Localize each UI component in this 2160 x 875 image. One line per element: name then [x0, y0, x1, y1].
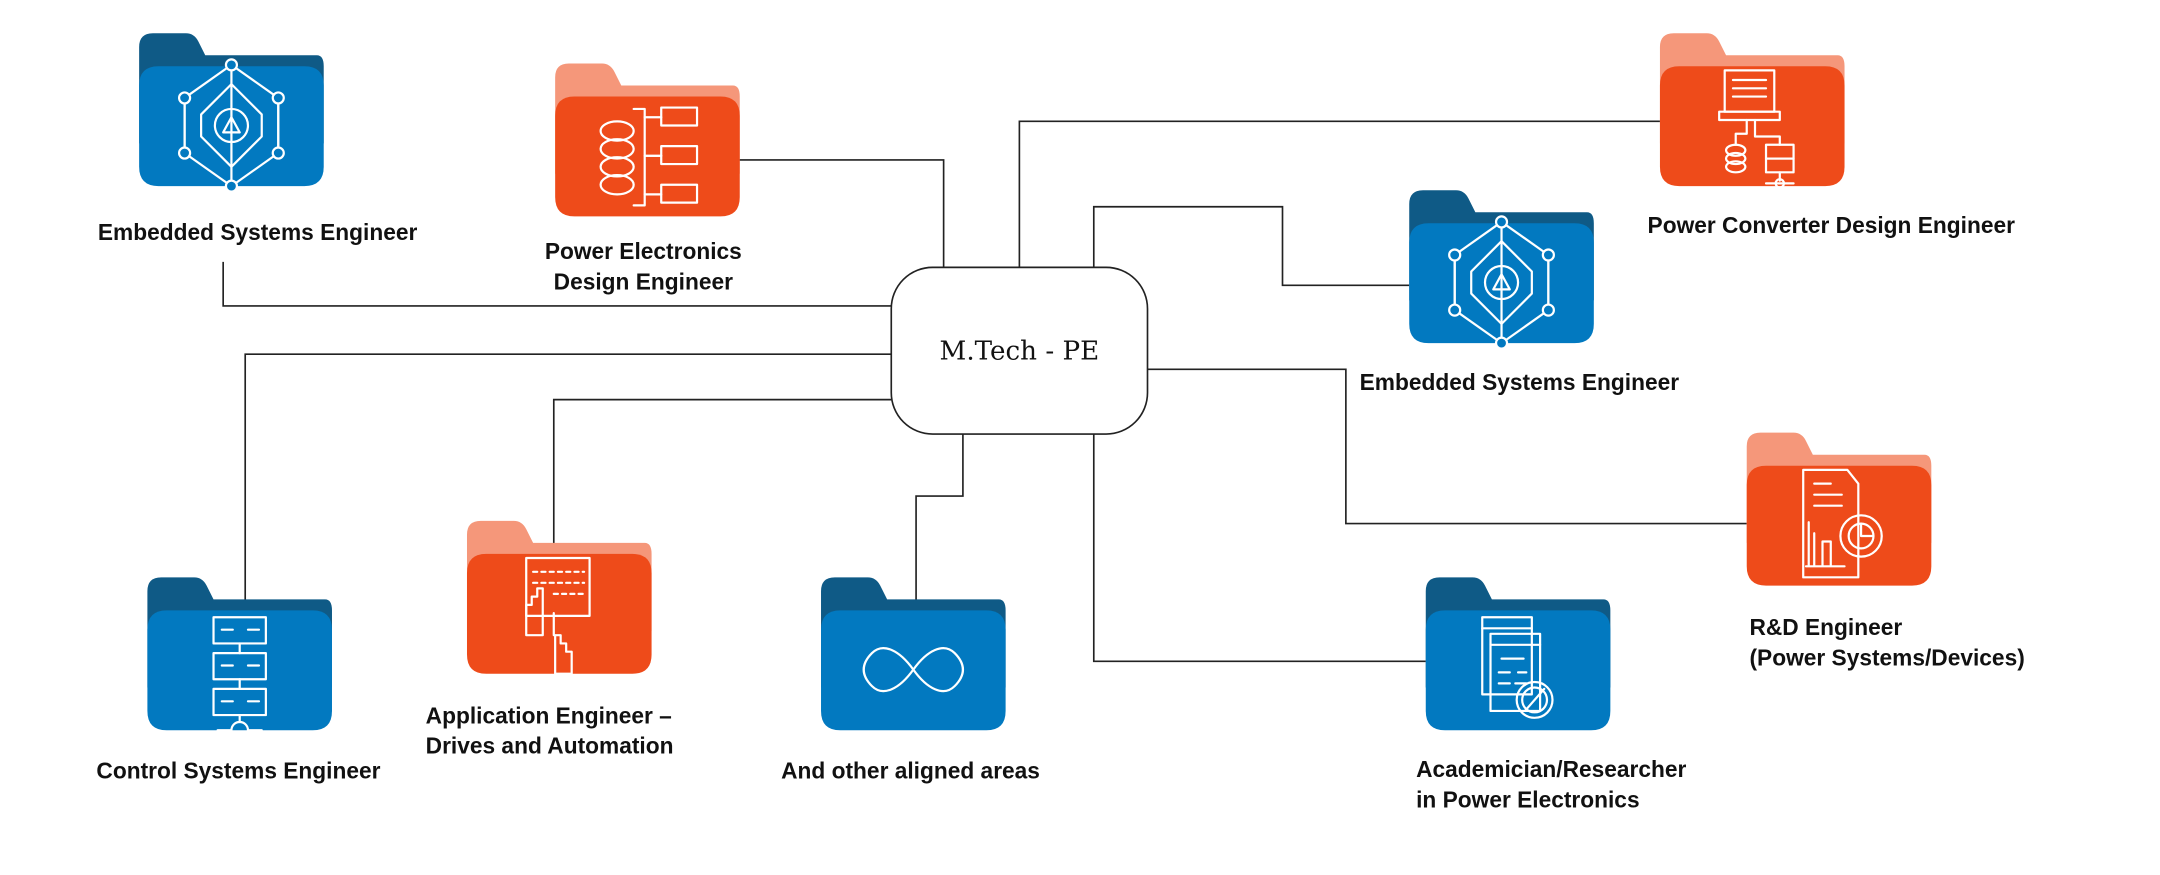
folder-node-rnd: R&D Engineer (Power Systems/Devices) [1746, 432, 2025, 670]
folder-front [1425, 610, 1611, 731]
node-label: Control Systems Engineer [96, 757, 380, 783]
network-hexagon-icon [1448, 215, 1555, 350]
folder-node-embedded-left: Embedded Systems Engineer [98, 33, 418, 245]
folder-node-application: Application Engineer – Drives and Automat… [426, 520, 674, 759]
folder-front [147, 610, 332, 731]
connector-embedded-left [222, 261, 892, 307]
folder-front [1659, 66, 1845, 187]
center-node: M.Tech - PE [890, 266, 1149, 435]
node-label: Embedded Systems Engineer [1360, 369, 1680, 395]
node-label: Power Converter Design Engineer [1648, 212, 2016, 238]
server-stack-icon [212, 616, 267, 740]
folder-node-embedded-right: Embedded Systems Engineer [1360, 190, 1680, 395]
connector-pe-design [738, 159, 945, 268]
node-label: And other aligned areas [781, 757, 1040, 783]
folder-front [1746, 465, 1932, 586]
connector-academician [1092, 434, 1426, 663]
folder-front [466, 553, 652, 674]
connector-embedded-right [1092, 205, 1410, 287]
node-label: Embedded Systems Engineer [98, 219, 418, 245]
connectors [222, 120, 1747, 663]
node-label: Application Engineer – [426, 702, 672, 728]
connector-power-converter [1018, 120, 1660, 268]
windows-gear-icon [1481, 616, 1554, 719]
folder-node-other: And other aligned areas [781, 577, 1040, 783]
infinity-icon [862, 647, 965, 693]
node-label: Academician/Researcher [1416, 756, 1686, 782]
report-chart-icon [1802, 468, 1883, 579]
connector-other [915, 434, 964, 611]
folder-node-power-converter: Power Converter Design Engineer [1648, 33, 2016, 238]
node-label: Drives and Automation [426, 733, 674, 759]
presentation-chart-icon [525, 556, 591, 675]
folder-node-control: Control Systems Engineer [96, 577, 381, 783]
connector-application [552, 398, 892, 554]
network-hexagon-icon [177, 58, 285, 193]
node-label: (Power Systems/Devices) [1749, 644, 2024, 670]
center-title: M.Tech - PE [940, 337, 1100, 367]
database-servers-icon [599, 106, 699, 207]
folder-node-academician: Academician/Researcher in Power Electroni… [1416, 577, 1687, 812]
node-label: Design Engineer [554, 268, 733, 294]
node-label: R&D Engineer [1749, 614, 1902, 640]
laptop-network-icon [1718, 69, 1795, 189]
node-label: in Power Electronics [1416, 786, 1639, 812]
connector-control [244, 353, 892, 611]
center-box [890, 266, 1149, 435]
node-label: Power Electronics [545, 238, 742, 264]
connector-rnd [1147, 368, 1747, 525]
